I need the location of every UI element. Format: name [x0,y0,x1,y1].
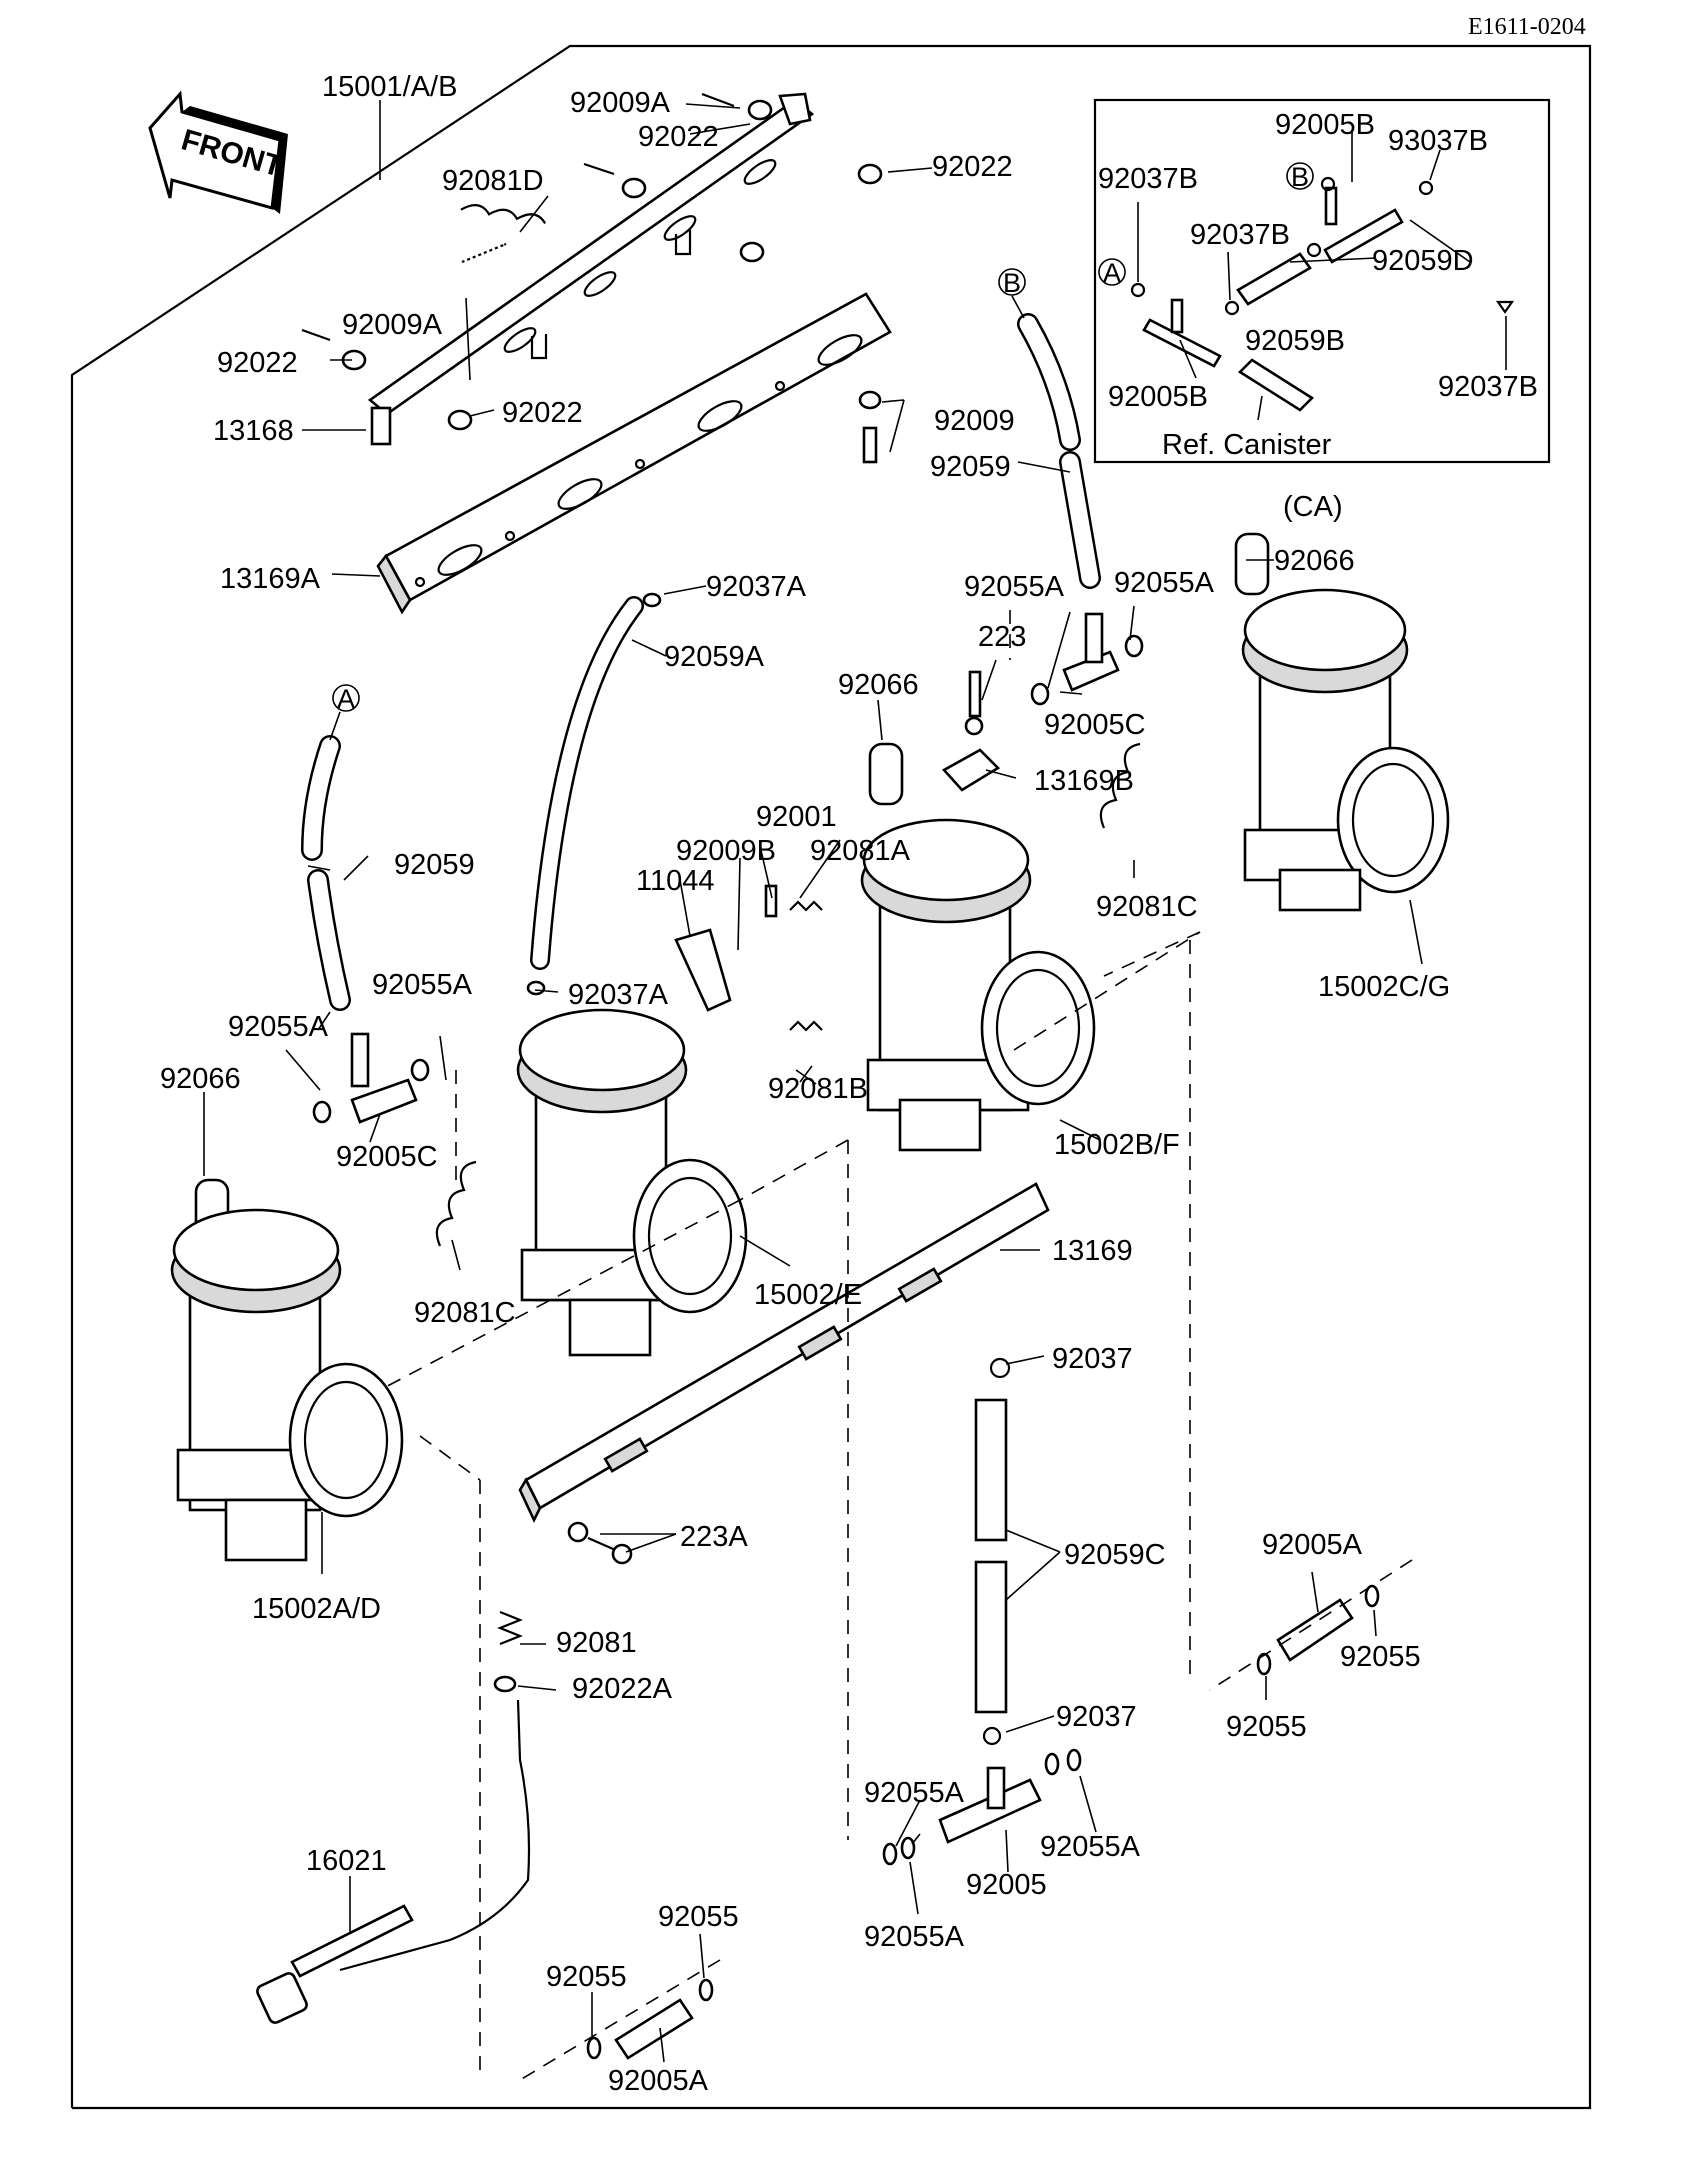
label-92022-c: 92022 [217,347,298,379]
label-92081c-left: 92081C [414,1297,516,1329]
label-92055-right-b: 92055 [1226,1711,1307,1743]
springs [435,204,1141,1646]
inset-label-92005B-bottom: 92005B [1108,381,1208,413]
inset-label-92059B: 92059B [1245,325,1345,357]
label-15002a-d: 15002A/D [252,1593,381,1625]
label-92005c-right: 92005C [1044,709,1146,741]
label-15002b-f: 15002B/F [1054,1129,1180,1161]
part-labels: 15001/A/B 92009A 92022 92022 92081D 9200… [160,71,1450,2097]
label-16021: 16021 [306,1845,387,1877]
drawing-code: E1611-0204 [1468,14,1586,40]
label-92005: 92005 [966,1869,1047,1901]
label-92055a-7: 92055A [864,1921,965,1953]
t-joints [350,612,1120,1844]
label-92081: 92081 [556,1627,637,1659]
label-92022a: 92022A [572,1673,673,1705]
inset-label-92037B-left: 92037B [1098,163,1198,195]
label-92081d: 92081D [442,165,544,197]
label-15001-a-b: 15001/A/B [322,71,457,103]
label-92081a: 92081A [810,835,911,867]
label-92055-right-a: 92055 [1340,1641,1421,1673]
label-92059-left: 92059 [394,849,475,881]
inset-marker-a: A [1103,258,1121,288]
label-92081b: 92081B [768,1073,868,1105]
label-92066-left: 92066 [160,1063,241,1095]
label-92005c-left: 92005C [336,1141,438,1173]
label-92009a-left: 92009A [342,309,443,341]
inset-note: Ref. Canister [1162,429,1332,461]
front-arrow-icon: FRONT [148,90,288,214]
marker-b: B [1003,268,1021,298]
label-92009a-top: 92009A [570,87,671,119]
inset-label-92005B-top: 92005B [1275,109,1375,141]
hardware-misc [312,592,1380,2060]
label-92055a-1: 92055A [964,571,1065,603]
label-15002c-g: 15002C/G [1318,971,1450,1003]
carburetor-15002-E [516,1008,748,1357]
short-tubes [614,1598,1354,2060]
label-92059-right: 92059 [930,451,1011,483]
label-92055-bottom-b: 92055 [546,1961,627,1993]
label-92055a-6: 92055A [1040,1831,1141,1863]
label-11044: 11044 [636,865,715,897]
leader-lines [203,100,1423,2063]
label-92055a-2: 92055A [1114,567,1215,599]
label-92059c: 92059C [1064,1539,1166,1571]
label-92037-top: 92037 [1052,1343,1133,1375]
label-92055a-3: 92055A [372,969,473,1001]
label-92081c-right: 92081C [1096,891,1198,923]
label-92066-top: 92066 [1274,545,1355,577]
label-92022-a: 92022 [638,121,719,153]
label-92022-d: 92022 [502,397,583,429]
label-15002-e: 15002/E [754,1279,862,1311]
inset-label-92037B-mid: 92037B [1190,219,1290,251]
choke-cable-16021 [256,1699,531,2024]
label-223a: 223A [680,1521,748,1553]
label-92055a-5: 92055A [864,1777,965,1809]
carburetor-15002B-F [860,818,1096,1152]
lower-bracket-13169A [376,292,892,615]
label-92059a: 92059A [664,641,765,673]
label-92009: 92009 [934,405,1015,437]
inset-label-93037B: 93037B [1388,125,1488,157]
region-code: (CA) [1283,491,1343,523]
label-223: 223 [978,621,1026,653]
inset-canister-detail: A B 92005B 93037B 92037B 92037B 92059D 9… [1093,98,1551,464]
label-92005a-bottom: 92005A [608,2065,709,2097]
carburetor-15002A-D [170,1208,404,1562]
label-92037a-top: 92037A [706,571,807,603]
label-13169b: 13169B [1034,765,1134,797]
inset-label-92059D: 92059D [1372,245,1474,277]
label-92037a-mid: 92037A [568,979,669,1011]
main-frame [70,44,1592,2110]
label-92009b: 92009B [676,835,776,867]
label-13169: 13169 [1052,1235,1133,1267]
inset-marker-b: B [1291,162,1309,192]
marker-a: A [337,684,355,714]
label-92066-mid: 92066 [838,669,919,701]
alignment-lines [379,610,1413,2081]
label-92055-bottom-a: 92055 [658,1901,739,1933]
label-92055a-4: 92055A [228,1011,329,1043]
label-92001: 92001 [756,801,837,833]
top-hardware [301,92,883,464]
hoses [301,313,1101,1714]
lower-plate-13169 [518,1182,1050,1523]
upper-bracket [367,92,815,446]
label-13169a: 13169A [220,563,321,595]
label-13168: 13168 [213,415,294,447]
label-92022-b: 92022 [932,151,1013,183]
inset-label-92037B-right: 92037B [1438,371,1538,403]
carburetor-15002C-G [1241,588,1450,912]
label-92037-bottom: 92037 [1056,1701,1137,1733]
label-92005a-right: 92005A [1262,1529,1363,1561]
